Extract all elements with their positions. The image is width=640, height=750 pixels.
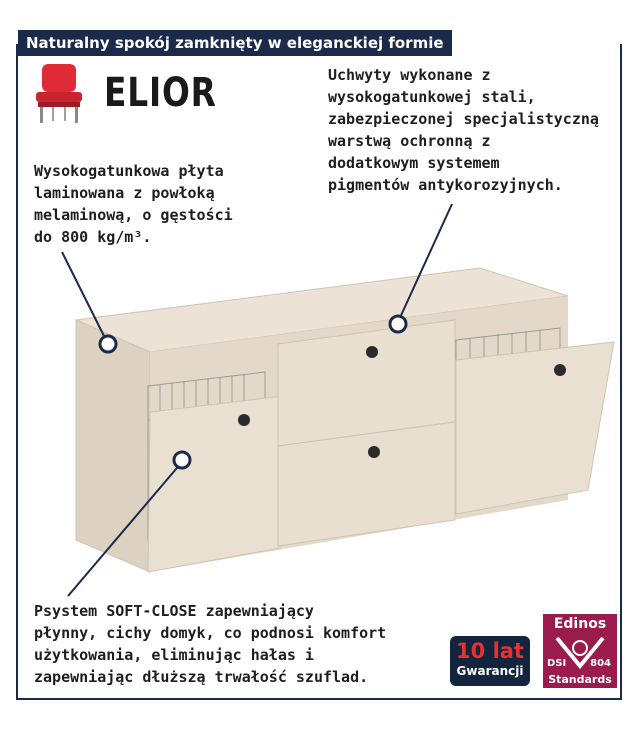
note-line: użytkowania, eliminując hałas i (34, 646, 314, 664)
edinos-badge: Edinos DSI 804 Standards (543, 614, 617, 688)
note-line: wysokogatunkowej stali, (328, 88, 536, 106)
note-line: zabezpieczonej specjalistyczną (328, 110, 599, 128)
page-title: Naturalny spokój zamknięty w eleganckiej… (18, 30, 452, 56)
edinos-label: Standards (548, 673, 612, 686)
note-line: laminowana z powłoką (34, 184, 215, 202)
note-line: zapewniając dłuższą trwałość szuflad. (34, 668, 369, 686)
board-note: Wysokogatunkowa płyta laminowana z powło… (34, 160, 294, 248)
edinos-code: 804 (590, 658, 611, 669)
warranty-label: Gwarancji (456, 664, 524, 678)
note-line: Uchwyty wykonane z (328, 66, 491, 84)
note-line: do 800 kg/m³. (34, 228, 152, 246)
handles-note: Uchwyty wykonane z wysokogatunkowej stal… (328, 64, 628, 196)
edinos-dsi: DSI (547, 658, 567, 669)
softclose-note: Psystem SOFT-CLOSE zapewniający płynny, … (34, 600, 434, 688)
check-emblem-icon (555, 636, 605, 670)
brand-name: ELIOR (104, 70, 217, 116)
content-frame (16, 44, 622, 700)
note-line: Psystem SOFT-CLOSE zapewniający (34, 602, 314, 620)
note-line: melaminową, o gęstości (34, 206, 233, 224)
note-line: warstwą ochronną z (328, 132, 491, 150)
warranty-badge: 10 lat Gwarancji (450, 636, 530, 686)
brand-logo: ELIOR (30, 62, 216, 126)
warranty-unit: lat (492, 639, 524, 663)
note-line: płynny, cichy domyk, co podnosi komfort (34, 624, 387, 642)
note-line: pigmentów antykorozyjnych. (328, 176, 563, 194)
warranty-number: 10 (456, 639, 486, 663)
note-line: dodatkowym systemem (328, 154, 500, 172)
note-line: Wysokogatunkowa płyta (34, 162, 224, 180)
red-chair-icon (36, 64, 82, 123)
edinos-brand: Edinos (553, 616, 607, 632)
